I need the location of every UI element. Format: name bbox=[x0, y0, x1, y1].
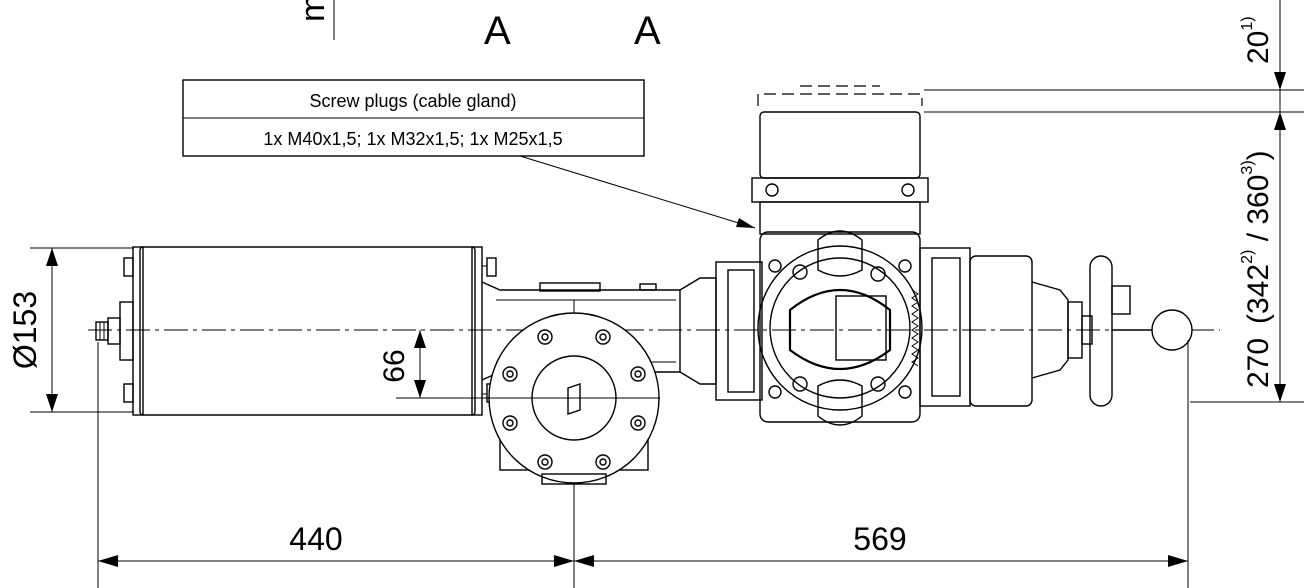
local-control-knob bbox=[870, 376, 886, 392]
control-cover-circle bbox=[757, 245, 923, 411]
gearbox-left-flange bbox=[715, 261, 763, 401]
handwheel bbox=[1089, 255, 1113, 407]
callout-line-2: 1x M40x1,5; 1x M32x1,5; 1x M25x1,5 bbox=[263, 129, 562, 149]
valve-bottom-lug bbox=[541, 473, 607, 485]
housing-screw bbox=[768, 385, 782, 399]
height-main-value: 270 bbox=[1242, 338, 1275, 388]
offset-value: 66 bbox=[378, 349, 411, 382]
right-bolt-top bbox=[486, 257, 497, 277]
gear-neck bbox=[679, 277, 717, 385]
offset-dimension: 66 bbox=[378, 330, 490, 399]
motor-assembly bbox=[919, 247, 1193, 407]
top-lobe bbox=[817, 230, 863, 277]
section-mark-left: A bbox=[484, 9, 511, 53]
edge-fragment-text: m bbox=[294, 0, 332, 22]
height-dimensions: 201) 270(3422) / 3603)) bbox=[924, 0, 1304, 403]
left-bolt-top bbox=[123, 257, 134, 277]
motor-flange bbox=[919, 247, 971, 407]
height-alt1-value: 342 bbox=[1242, 264, 1275, 314]
local-control-knob bbox=[792, 264, 808, 280]
coupling-top-plate bbox=[539, 282, 601, 292]
cover-screw bbox=[901, 183, 915, 197]
end-bolt bbox=[95, 321, 109, 341]
left-length-value: 440 bbox=[289, 521, 342, 557]
dim-arrow bbox=[1274, 384, 1286, 402]
dim-arrow bbox=[1274, 112, 1286, 130]
spring-cylinder bbox=[95, 246, 497, 416]
dim-arrow bbox=[574, 555, 594, 567]
cylinder-right-cap bbox=[471, 246, 483, 416]
height-alt2-value: 360 bbox=[1242, 175, 1275, 225]
diameter-value: Ø153 bbox=[7, 291, 43, 369]
left-bolt-bottom bbox=[123, 383, 134, 403]
end-nut bbox=[107, 317, 121, 345]
right-length-value: 569 bbox=[853, 521, 906, 557]
motor-flange-inner bbox=[931, 257, 961, 397]
dim-arrow bbox=[414, 380, 426, 398]
dim-arrow bbox=[1274, 72, 1286, 90]
callout-screw-plugs: Screw plugs (cable gland) 1x M40x1,5; 1x… bbox=[182, 79, 756, 229]
cover-screw bbox=[765, 183, 779, 197]
callout-line-1: Screw plugs (cable gland) bbox=[309, 91, 516, 111]
control-cover-inner bbox=[769, 257, 911, 399]
bottom-lobe bbox=[817, 379, 863, 426]
valve-flange bbox=[488, 312, 660, 485]
selector-switch bbox=[835, 295, 887, 361]
motor-body bbox=[969, 255, 1033, 407]
flange-inner bbox=[727, 269, 755, 393]
dim-arrow bbox=[46, 394, 58, 412]
dim-arrow bbox=[98, 555, 118, 567]
callout-arrowhead bbox=[736, 218, 755, 228]
local-control-knob bbox=[792, 376, 808, 392]
housing-screw bbox=[768, 259, 782, 273]
housing-screw bbox=[898, 259, 912, 273]
handwheel-lever bbox=[1111, 285, 1131, 315]
knurled-edge bbox=[911, 289, 919, 367]
top-extra-dimension: 201) bbox=[1239, 16, 1275, 64]
dim-arrow bbox=[554, 555, 574, 567]
coupling-top-stud bbox=[639, 283, 657, 291]
flange-bolts bbox=[502, 329, 646, 470]
dim-arrow bbox=[46, 248, 58, 266]
length-dimensions: 440 569 bbox=[97, 340, 1189, 588]
cylinder-left-cap bbox=[132, 246, 144, 416]
gearbox bbox=[715, 230, 923, 426]
optional-extension-outline bbox=[757, 93, 923, 106]
dim-arrow bbox=[1168, 555, 1188, 567]
control-housing bbox=[759, 231, 921, 423]
cylinder-body bbox=[139, 246, 476, 416]
valve-stem-square bbox=[567, 383, 581, 415]
callout-leader bbox=[519, 155, 756, 229]
terminal-cover bbox=[759, 111, 921, 179]
shaft bbox=[1081, 315, 1093, 345]
end-plate bbox=[119, 301, 134, 361]
terminal-base bbox=[759, 201, 921, 235]
indicator-window bbox=[788, 289, 892, 370]
housing-screw bbox=[898, 385, 912, 399]
local-control-knob bbox=[870, 266, 886, 282]
dim-arrow bbox=[414, 330, 426, 348]
diameter-dimension: Ø153 bbox=[7, 247, 134, 413]
height-dimension-text: 270(3422) / 3603)) bbox=[1239, 150, 1275, 388]
crank-knob bbox=[1151, 309, 1193, 351]
section-mark-right: A bbox=[634, 9, 661, 53]
terminal-housing bbox=[751, 85, 929, 235]
